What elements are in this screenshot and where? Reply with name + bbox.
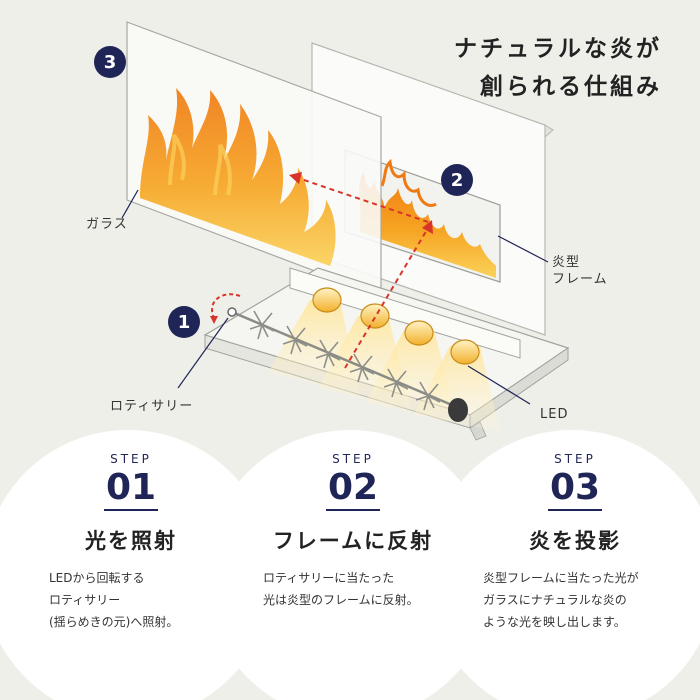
step-3-word: STEP bbox=[554, 452, 596, 466]
step-1-desc-line: LEDから回転する bbox=[49, 571, 145, 585]
label-led: LED bbox=[540, 407, 569, 422]
rotisserie bbox=[227, 307, 468, 422]
badge-1: 1 bbox=[168, 306, 200, 338]
step-1-heading: 光を照射 bbox=[85, 529, 177, 553]
step-1-word: STEP bbox=[110, 452, 152, 466]
label-rotisserie: ロティサリー bbox=[110, 399, 194, 414]
step-1: STEP 01 光を照射 LEDから回転する ロティサリー (揺らめきの元)へ照… bbox=[11, 452, 251, 633]
title-line-2: 創られる仕組み bbox=[480, 74, 662, 100]
step-3-description: 炎型フレームに当たった光が ガラスにナチュラルな炎の ような光を映し出します。 bbox=[455, 567, 695, 633]
step-1-desc-line: ロティサリー bbox=[49, 593, 121, 607]
fireplace-diagram bbox=[121, 21, 570, 441]
rotation-arrow bbox=[210, 293, 241, 324]
step-2-word: STEP bbox=[332, 452, 374, 466]
leader-lines bbox=[121, 189, 549, 405]
step-2-desc-line: ロティサリーに当たった bbox=[263, 571, 395, 585]
step-2-heading: フレームに反射 bbox=[272, 529, 434, 553]
step-1-number: 01 bbox=[103, 468, 159, 511]
label-flame-frame-line-1: 炎型 bbox=[552, 255, 581, 270]
step-3-number: 03 bbox=[547, 468, 603, 511]
label-flame-frame: 炎型 フレーム bbox=[552, 254, 608, 288]
step-1-desc-line: (揺らめきの元)へ照射。 bbox=[49, 615, 179, 629]
label-flame-frame-line-2: フレーム bbox=[552, 272, 608, 287]
step-2-desc-line: 光は炎型のフレームに反射。 bbox=[263, 593, 419, 607]
step-2-number: 02 bbox=[325, 468, 381, 511]
step-1-description: LEDから回転する ロティサリー (揺らめきの元)へ照射。 bbox=[11, 567, 251, 633]
step-3-desc-line: ガラスにナチュラルな炎の bbox=[483, 593, 627, 607]
step-2-description: ロティサリーに当たった 光は炎型のフレームに反射。 bbox=[233, 567, 473, 611]
badge-3: 3 bbox=[94, 46, 126, 78]
step-3-desc-line: ような光を映し出します。 bbox=[483, 615, 626, 629]
page-title: ナチュラルな炎が 創られる仕組み bbox=[454, 30, 662, 106]
title-line-1: ナチュラルな炎が bbox=[454, 36, 662, 62]
step-3-heading: 炎を投影 bbox=[529, 529, 621, 553]
light-path-arrows bbox=[289, 172, 433, 369]
badge-2: 2 bbox=[441, 164, 473, 196]
step-circle-3 bbox=[427, 430, 700, 700]
step-3-desc-line: 炎型フレームに当たった光が bbox=[483, 571, 639, 585]
step-2: STEP 02 フレームに反射 ロティサリーに当たった 光は炎型のフレームに反射… bbox=[233, 452, 473, 611]
label-glass: ガラス bbox=[86, 217, 128, 232]
step-3: STEP 03 炎を投影 炎型フレームに当たった光が ガラスにナチュラルな炎の … bbox=[455, 452, 695, 633]
